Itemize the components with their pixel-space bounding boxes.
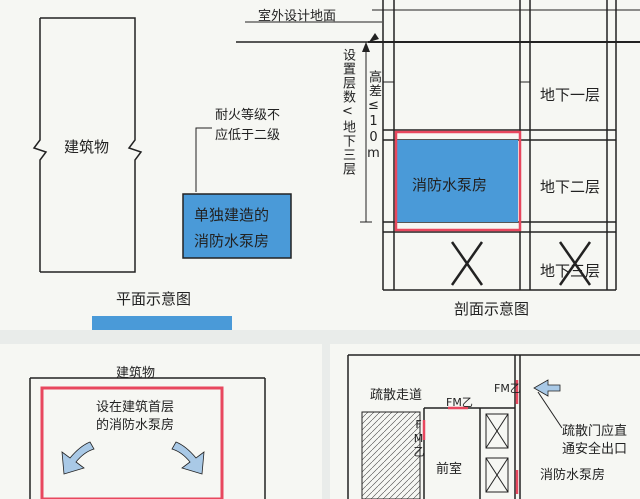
standalone-pump-room-label-2: 消防水泵房 <box>194 232 270 250</box>
height-limit-note: 高差≤10m <box>366 70 381 162</box>
exit-note-leader <box>537 391 563 429</box>
section-caption: 剖面示意图 <box>454 300 530 318</box>
anteroom-label: 前室 <box>436 462 463 477</box>
floor-b3-label: 地下三层 <box>540 262 601 280</box>
plan-building-block <box>32 17 143 273</box>
fire-door-label-2: FM乙 <box>494 382 521 395</box>
corridor-label: 疏散走道 <box>370 388 423 403</box>
fire-door-label-1: FM乙 <box>446 396 473 409</box>
fire-door-label-3: FM乙 <box>412 418 425 458</box>
ground-floor-note-line1: 设在建筑首层 <box>96 400 175 415</box>
fire-rating-note-line1: 耐火等级不 <box>215 108 281 123</box>
pump-room-fire-boundary <box>394 130 522 232</box>
section-structure <box>236 0 640 291</box>
exit-door-note-line1: 疏散门应直 <box>562 424 628 439</box>
exit-direction-arrow <box>533 379 561 397</box>
bottom-building-outline <box>29 377 266 499</box>
ground-floor-note-line2: 的消防水泵房 <box>96 418 175 433</box>
outdoor-ground-label: 室外设计地面 <box>258 9 337 24</box>
note-leader-line <box>195 127 212 192</box>
floorplan-pump-room-label: 消防水泵房 <box>540 468 606 483</box>
plan-caption: 平面示意图 <box>116 290 192 308</box>
stair-hatch <box>361 411 421 499</box>
elevator-shafts <box>485 413 509 493</box>
section-pump-room <box>396 140 518 222</box>
plan-building-label: 建筑物 <box>64 138 110 156</box>
forbidden-b3-mark <box>450 241 592 286</box>
height-arrow-head <box>362 42 370 52</box>
bottom-left-panel <box>0 344 322 499</box>
exit-door-note-line2: 通安全出口 <box>562 442 628 457</box>
ground-floor-pump-room <box>40 386 224 499</box>
top-left-panel <box>0 0 322 330</box>
exit-arrows <box>61 441 205 475</box>
ground-pointer-head <box>369 33 379 42</box>
floor-limit-note: 设置层数<地下三层 <box>340 48 355 176</box>
section-pump-room-label: 消防水泵房 <box>412 176 488 194</box>
bottom-building-label: 建筑物 <box>116 366 156 381</box>
fire-rating-note-line2: 应低于二级 <box>215 128 281 143</box>
standalone-pump-room <box>182 193 292 259</box>
floor-b2-label: 地下二层 <box>540 178 601 196</box>
blue-strip-decoration <box>92 316 232 330</box>
fire-doors <box>422 380 519 494</box>
floor-b1-label: 地下一层 <box>540 86 601 104</box>
standalone-pump-room-label-1: 单独建造的 <box>194 206 270 224</box>
